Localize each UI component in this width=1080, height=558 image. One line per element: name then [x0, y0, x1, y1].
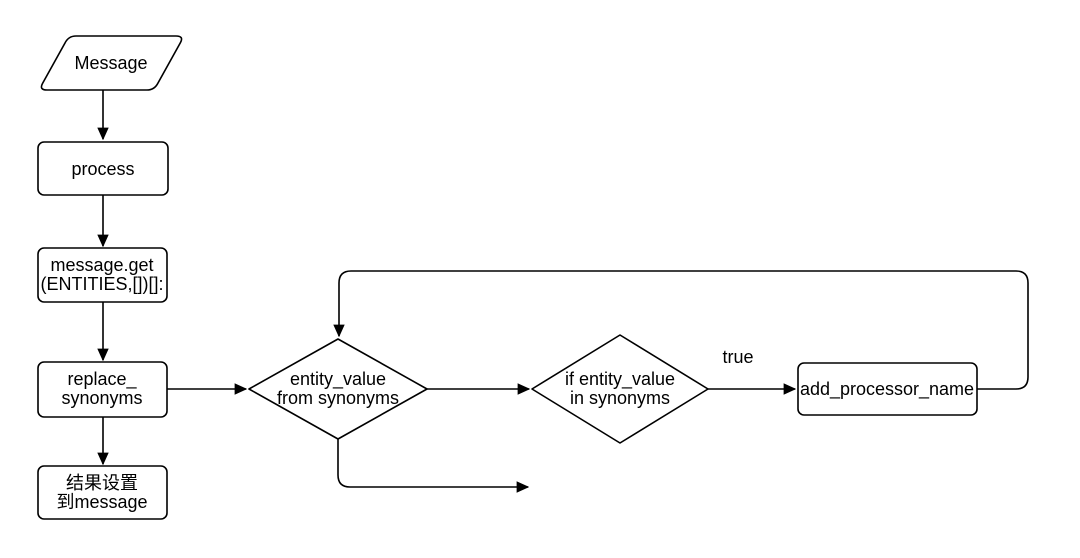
process-label: process — [71, 159, 134, 179]
node-add-processor-name: add_processor_name — [797, 362, 978, 416]
edge-loop-back-to-entity-value-diamond — [339, 270, 1029, 390]
node-message-get: message.get (ENTITIES,[])[]: — [37, 247, 168, 303]
replace-synonyms-label-line1: replace_ — [67, 369, 137, 390]
message-parallelogram-shape — [40, 35, 183, 91]
edge-entity-value-diamond-exit — [337, 439, 528, 487]
entity-value-label-line2: from synonyms — [277, 388, 399, 408]
replace-synonyms-rect-shape — [37, 361, 168, 418]
message-get-label-line1: message.get — [50, 255, 153, 275]
add-processor-name-label: add_processor_name — [800, 379, 974, 400]
set-result-label-line1: 结果设置 — [66, 473, 138, 493]
set-result-rect-shape — [37, 465, 168, 520]
edges: true — [103, 90, 1029, 487]
add-processor-name-rect-shape — [797, 362, 978, 416]
process-rect-shape — [37, 141, 169, 196]
message-get-rect-shape — [37, 247, 168, 303]
node-replace-synonyms: replace_ synonyms — [37, 361, 168, 418]
if-entity-value-diamond-shape — [531, 334, 709, 444]
node-set-result-to-message: 结果设置 到message — [37, 465, 168, 520]
message-label: Message — [74, 53, 147, 73]
node-process: process — [37, 141, 169, 196]
if-entity-value-label-line1: if entity_value — [565, 369, 675, 390]
node-if-entity-value-in-synonyms: if entity_value in synonyms — [531, 334, 709, 444]
if-entity-value-label-line2: in synonyms — [570, 388, 670, 408]
node-entity-value-from-synonyms: entity_value from synonyms — [248, 338, 428, 440]
entity-value-label-line1: entity_value — [290, 369, 386, 390]
set-result-label-line2: 到message — [56, 492, 147, 512]
replace-synonyms-label-line2: synonyms — [61, 388, 142, 408]
message-get-label-line2: (ENTITIES,[])[]: — [40, 274, 163, 294]
node-message: Message — [40, 35, 183, 91]
edge-label-true: true — [722, 347, 753, 367]
entity-value-diamond-shape — [248, 338, 428, 440]
